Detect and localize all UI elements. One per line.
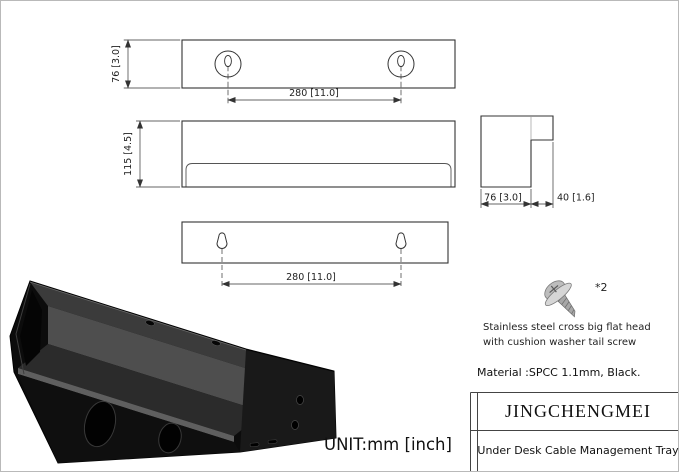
tray-open-end [20, 290, 42, 366]
vent-slot-icon [249, 442, 260, 448]
dimension-label-bottom-hole-spacing: 280 [11.0] [286, 272, 336, 283]
title-block: JINGCHENGMEI Under Desk Cable Management… [470, 392, 679, 471]
product-title: Under Desk Cable Management Tray [477, 444, 679, 457]
screw-quantity: *2 [595, 281, 608, 294]
tray-top-edge-highlight [29, 281, 247, 351]
screw-description-line2: with cushion washer tail screw [483, 337, 636, 348]
tray-right-end [240, 350, 336, 452]
dimension-top-width [123, 39, 181, 89]
brand-name: JINGCHENGMEI [505, 401, 651, 421]
screw-description-line1: Stainless steel cross big flat head [483, 322, 651, 333]
dimension-label-top-width: 76 [3.0] [111, 45, 122, 83]
keyhole-slot-icon [224, 54, 232, 68]
cross-slot-icon [549, 285, 559, 294]
cable-cutout-oval [158, 422, 182, 454]
material-note: Material :SPCC 1.1mm, Black. [477, 366, 641, 379]
end-hole-icon [291, 420, 299, 430]
cable-cutout-oval [83, 400, 117, 448]
tray-front-edge [18, 368, 234, 442]
tray-top-flange [30, 282, 264, 374]
tray-front-wall [18, 374, 240, 463]
front-bend-line [185, 163, 452, 187]
dimension-label-side-flange: 40 [1.6] [557, 193, 595, 204]
dimension-label-front-height: 115 [4.5] [123, 132, 134, 176]
keyhole-slot-icon [397, 54, 405, 68]
dimension-label-side-depth: 76 [3.0] [484, 193, 522, 204]
flange-hole-icon [145, 320, 155, 326]
side-view-drawing: 76 [3.0] 40 [1.6] [480, 115, 595, 208]
front-view-drawing: 115 [4.5] [123, 120, 456, 188]
vent-slot-icon [267, 439, 278, 445]
screw-illustration [544, 280, 576, 318]
tray-3d-render [9, 280, 337, 464]
bottom-view-drawing: 280 [11.0] [181, 221, 449, 289]
tray-interior-back [48, 306, 264, 412]
dimension-bottom-hole-spacing [221, 249, 402, 289]
top-view-drawing: 76 [3.0] 280 [11.0] [111, 39, 456, 106]
dimension-label-top-hole-spacing: 280 [11.0] [289, 88, 339, 99]
dimension-top-hole-spacing [227, 65, 402, 106]
dimension-front-height [136, 120, 180, 188]
front-view-outline [181, 120, 456, 188]
keyhole-slot-icon [395, 232, 407, 249]
dimension-side [480, 142, 554, 208]
keyhole-slot-icon [216, 232, 228, 249]
tray-interior-bottom [18, 344, 264, 436]
tray-left-edge-highlight [15, 283, 31, 375]
unit-label: UNIT:mm [inch] [324, 435, 452, 454]
end-hole-icon [296, 395, 304, 405]
